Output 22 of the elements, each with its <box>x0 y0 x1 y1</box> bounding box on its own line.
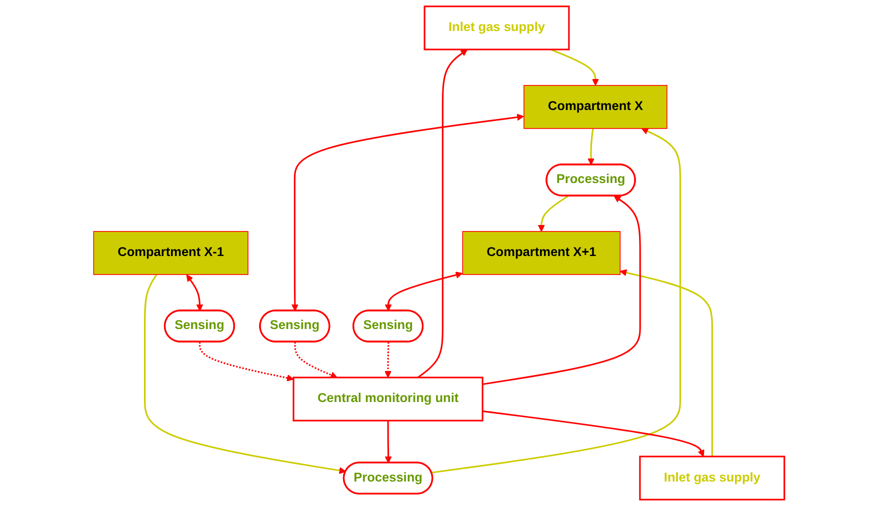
arrow <box>538 195 569 232</box>
node-box: Compartment X+1 <box>462 231 621 275</box>
arrow <box>198 342 294 382</box>
arrow <box>291 114 524 312</box>
node-box: Inlet gas supply <box>424 6 570 50</box>
arrow <box>384 272 463 312</box>
arrow <box>550 48 599 86</box>
node-box: Compartment X-1 <box>93 231 248 275</box>
arrow <box>588 128 595 166</box>
node-box: Inlet gas supply <box>639 456 786 500</box>
arrow <box>294 342 338 378</box>
arrow <box>620 269 713 457</box>
arrow <box>144 274 346 474</box>
node-box: Central monitoring unit <box>292 376 484 422</box>
arrow <box>482 196 641 386</box>
arrow <box>482 410 704 457</box>
arrow <box>417 49 468 378</box>
arrow <box>384 342 392 378</box>
arrow <box>431 128 682 474</box>
arrow <box>384 420 392 464</box>
arrow <box>186 274 204 312</box>
node-box: Compartment X <box>524 85 668 129</box>
